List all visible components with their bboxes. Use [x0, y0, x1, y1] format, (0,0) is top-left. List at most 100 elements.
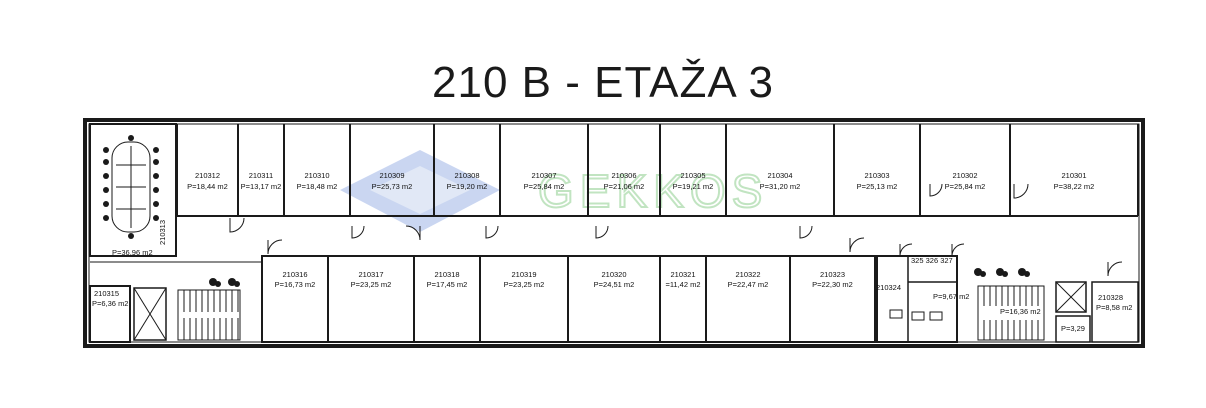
plant-icon: [234, 281, 240, 287]
door-icon: [485, 225, 499, 239]
door-icon: [405, 225, 421, 241]
top-room-dividers: [176, 124, 1139, 216]
room-area-210322: P=22,47 m2: [728, 280, 769, 289]
room-210328-id: 210328: [1098, 293, 1123, 302]
conference-chairs: [103, 135, 159, 239]
plant-icon: [1002, 271, 1008, 277]
page-title: 210 B - ETAŽA 3: [432, 58, 774, 107]
room-tiny: [1055, 315, 1091, 343]
room-id-210306: 210306: [611, 171, 636, 180]
staircase-right: [977, 285, 1045, 341]
room-area-210304: P=31,20 m2: [760, 182, 801, 191]
elevator-right: [1055, 281, 1087, 313]
room-area-210317: P=23,25 m2: [351, 280, 392, 289]
plant-icon: [215, 281, 221, 287]
conference-id: 210313: [158, 220, 167, 245]
chair-icon: [103, 215, 109, 221]
watermark-text: GEKKOS: [538, 165, 768, 217]
chair-icon: [153, 201, 159, 207]
chair-icon: [103, 159, 109, 165]
room-area-210307: P=25,84 m2: [524, 182, 565, 191]
tiny-area: P=3,29: [1061, 324, 1085, 333]
room-id-210311: 210311: [249, 171, 273, 180]
room-area-210316: P=16,73 m2: [275, 280, 316, 289]
room-id-210320: 210320: [601, 270, 626, 279]
outer-wall: [83, 118, 1145, 348]
room-area-210320: P=24,51 m2: [594, 280, 635, 289]
room-id-210321: 210321: [670, 270, 695, 279]
room-210315-id: 210315: [94, 289, 119, 298]
room-id-210316: 210316: [282, 270, 307, 279]
staircase-left: [177, 289, 241, 341]
room-area-210321: =11,42 m2: [665, 280, 700, 289]
chair-icon: [103, 173, 109, 179]
outer-wall-inner: [88, 123, 1140, 343]
room-id-210308: 210308: [454, 171, 479, 180]
room-id-210305: 210305: [680, 171, 705, 180]
wc-small-ids: 325 326 327: [911, 256, 953, 265]
room-id-210317: 210317: [358, 270, 383, 279]
bottom-room-dividers: [327, 256, 791, 342]
room-area-210303: P=25,13 m2: [857, 182, 898, 191]
door-icon: [899, 243, 913, 257]
plant-icon: [980, 271, 986, 277]
room-area-210311: P=13,17 m2: [241, 182, 282, 191]
room-id-210309: 210309: [379, 171, 404, 180]
door-swings: [229, 183, 1123, 277]
chair-icon: [153, 173, 159, 179]
room-id-210303: 210303: [864, 171, 889, 180]
door-icon: [229, 217, 245, 233]
door-icon: [799, 225, 813, 239]
room-area-210308: P=19,20 m2: [447, 182, 488, 191]
room-id-210323: 210323: [820, 270, 845, 279]
room-210315-area: P=6,36 m2: [92, 299, 128, 308]
room-id-210301: 210301: [1061, 171, 1086, 180]
chair-icon: [153, 159, 159, 165]
room-area-210302: P=25,84 m2: [945, 182, 986, 191]
wc-id: 210324: [876, 283, 901, 292]
room-id-210319: 210319: [511, 270, 536, 279]
chair-icon: [103, 187, 109, 193]
room-210315: [89, 285, 131, 343]
plant-icon: [1024, 271, 1030, 277]
room-area-210310: P=18,48 m2: [297, 182, 338, 191]
door-icon: [267, 239, 283, 255]
room-id-210304: 210304: [767, 171, 792, 180]
room-area-210306: P=21,06 m2: [604, 182, 645, 191]
elevator-left: [133, 287, 167, 341]
stair-area: P=16,36 m2: [1000, 307, 1041, 316]
chair-icon: [103, 201, 109, 207]
room-area-210319: P=23,25 m2: [504, 280, 545, 289]
wc-block: [876, 255, 958, 343]
room-area-210305: P=19,21 m2: [673, 182, 714, 191]
room-210328: [1091, 281, 1139, 343]
room-id-210310: 210310: [304, 171, 329, 180]
room-id-210302: 210302: [952, 171, 977, 180]
conference-area: P=36,96 m2: [112, 248, 153, 257]
room-id-210322: 210322: [735, 270, 760, 279]
room-id-210312: 210312: [195, 171, 220, 180]
room-area-210301: P=38,22 m2: [1054, 182, 1095, 191]
chair-icon: [153, 215, 159, 221]
door-icon: [1107, 261, 1123, 277]
door-icon: [1013, 183, 1029, 199]
wc-area: P=9,67 m2: [933, 292, 969, 301]
chair-icon: [128, 233, 134, 239]
door-icon: [849, 237, 865, 253]
door-icon: [929, 183, 943, 197]
watermark-logo: GEKKOS: [340, 150, 768, 232]
room-area-210318: P=17,45 m2: [427, 280, 468, 289]
room-area-210309: P=25,73 m2: [372, 182, 413, 191]
room-id-210318: 210318: [434, 270, 459, 279]
plant-icons: [209, 268, 1030, 287]
room-area-210323: P=22,30 m2: [812, 280, 853, 289]
room-id-210307: 210307: [531, 171, 556, 180]
door-icon: [595, 225, 609, 239]
chair-icon: [153, 187, 159, 193]
door-icon: [951, 243, 965, 257]
room-area-210312: P=18,44 m2: [187, 182, 228, 191]
room-210328-area: P=8,58 m2: [1096, 303, 1132, 312]
